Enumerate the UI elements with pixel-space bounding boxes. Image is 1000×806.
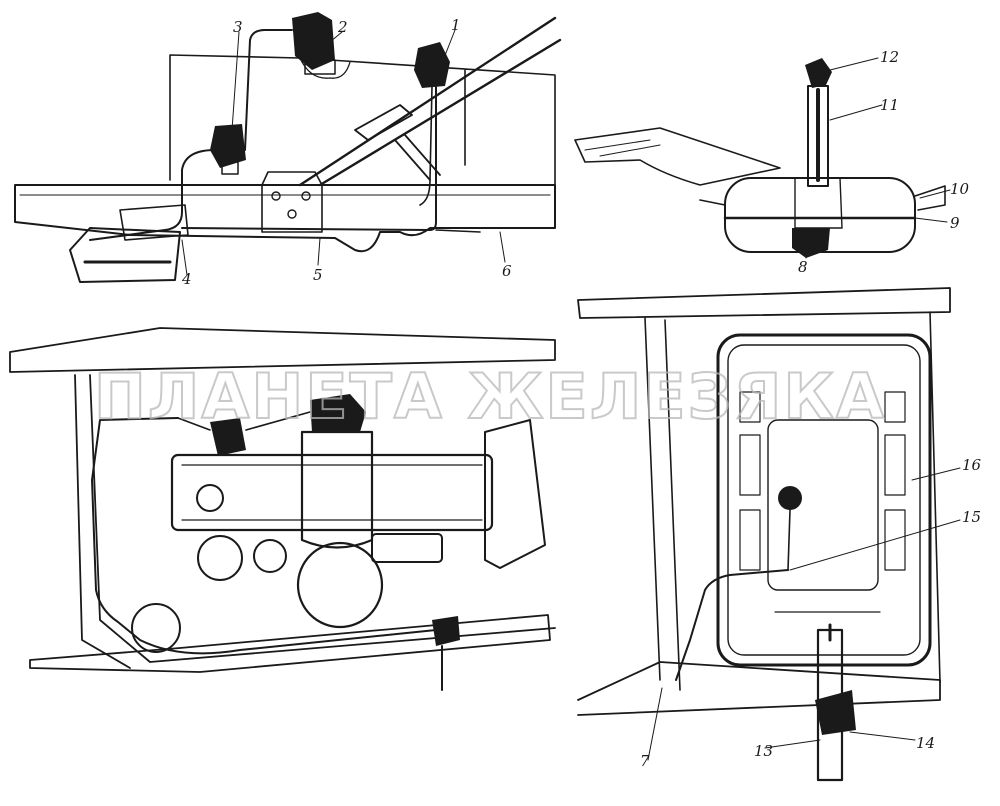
callout-14: 14 bbox=[916, 734, 935, 752]
callout-8: 8 bbox=[798, 258, 808, 276]
callout-12: 12 bbox=[880, 48, 899, 66]
callout-13: 13 bbox=[754, 742, 773, 760]
callout-6: 6 bbox=[502, 262, 512, 280]
callout-2: 2 bbox=[337, 18, 348, 36]
callout-10: 10 bbox=[950, 180, 970, 198]
callout-7: 7 bbox=[640, 752, 650, 770]
tank-top-view bbox=[577, 287, 961, 782]
callout-15: 15 bbox=[962, 508, 981, 526]
callout-4: 4 bbox=[181, 270, 192, 288]
side-view-frame bbox=[14, 12, 562, 283]
callout-9: 9 bbox=[950, 214, 960, 232]
tank-side-view bbox=[574, 57, 951, 259]
engine-top-view bbox=[9, 327, 556, 691]
callout-16: 16 bbox=[962, 456, 982, 474]
callout-1: 1 bbox=[451, 16, 461, 34]
callout-3: 3 bbox=[233, 18, 243, 36]
callout-5: 5 bbox=[313, 266, 323, 284]
callout-11: 11 bbox=[880, 96, 899, 114]
watermark-text: ПЛАНЕТА ЖЕЛЕЗЯКА bbox=[94, 360, 886, 433]
